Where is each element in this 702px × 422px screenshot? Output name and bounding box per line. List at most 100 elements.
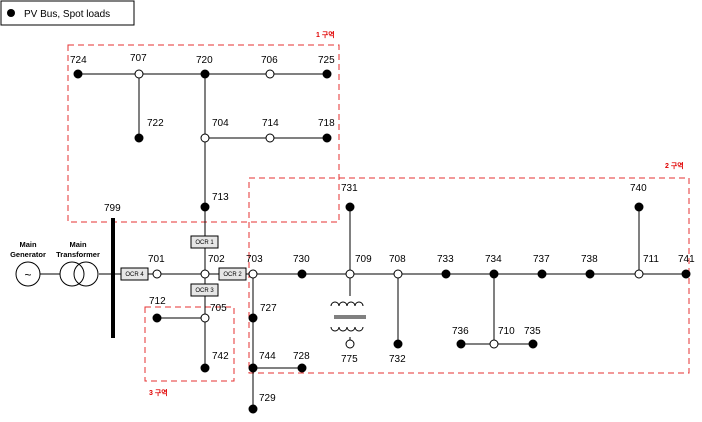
node-label-733: 733	[437, 254, 454, 265]
node-label-740: 740	[630, 183, 647, 194]
node-label-709: 709	[355, 254, 372, 265]
node-label-727: 727	[260, 303, 277, 314]
node-742	[200, 363, 210, 373]
ocr-1-label: OCR 1	[195, 240, 214, 246]
node-733	[441, 269, 451, 279]
ocr-2-label: OCR 2	[223, 272, 242, 278]
node-702	[200, 269, 210, 279]
node-729	[248, 404, 258, 414]
node-label-735: 735	[524, 326, 541, 337]
node-703	[248, 269, 258, 279]
node-710	[489, 339, 499, 349]
node-label-732: 732	[389, 354, 406, 365]
node-label-712: 712	[149, 296, 166, 307]
generator-label-2: Generator	[10, 250, 46, 259]
node-741	[681, 269, 691, 279]
node-label-701: 701	[148, 254, 165, 265]
node-label-724: 724	[70, 55, 87, 66]
node-720	[200, 69, 210, 79]
zone-3-label: 3 구역	[149, 388, 168, 397]
ocr-2-box	[218, 267, 247, 281]
node-730	[297, 269, 307, 279]
node-718	[322, 133, 332, 143]
node-724	[73, 69, 83, 79]
node-736	[456, 339, 466, 349]
node-722	[134, 133, 144, 143]
ocr-4-label: OCR 4	[125, 272, 144, 278]
node-740	[634, 202, 644, 212]
node-701	[152, 269, 162, 279]
nodes	[73, 69, 691, 414]
node-711	[634, 269, 644, 279]
legend-text: PV Bus, Spot loads	[24, 9, 110, 20]
wires	[40, 73, 686, 409]
node-label-718: 718	[318, 118, 335, 129]
ocr-3-label: OCR 3	[195, 288, 214, 294]
regulator-transformer-icon	[330, 301, 366, 332]
legend-box	[0, 0, 135, 26]
node-734	[489, 269, 499, 279]
node-731	[345, 202, 355, 212]
node-727	[248, 313, 258, 323]
transformer-label-1: Main	[69, 240, 87, 249]
node-728	[297, 363, 307, 373]
node-label-720: 720	[196, 55, 213, 66]
generator-symbol: ~	[24, 268, 31, 282]
node-732	[393, 339, 403, 349]
node-775	[345, 339, 355, 349]
node-label-738: 738	[581, 254, 598, 265]
node-label-710: 710	[498, 326, 515, 337]
ocr-3-box	[190, 283, 219, 297]
node-label-711: 711	[643, 254, 659, 265]
zone-1-box	[67, 44, 340, 223]
node-label-734: 734	[485, 254, 502, 265]
node-714	[265, 133, 275, 143]
node-713	[200, 202, 210, 212]
node-706	[265, 69, 275, 79]
node-738	[585, 269, 595, 279]
ocr-4-box	[120, 267, 149, 281]
node-label-744: 744	[259, 351, 276, 362]
node-label-704: 704	[212, 118, 229, 129]
node-704	[200, 133, 210, 143]
node-712	[152, 313, 162, 323]
node-label-730: 730	[293, 254, 310, 265]
node-label-731: 731	[341, 183, 358, 194]
transformer-label-2: Transformer	[56, 250, 100, 259]
node-label-713: 713	[212, 192, 229, 203]
node-labels: 724 707 720 706 725 722 704 714 718 713 …	[70, 53, 695, 404]
node-label-714: 714	[262, 118, 279, 129]
node-label-702: 702	[208, 254, 225, 265]
transformer-icon	[59, 261, 85, 287]
node-744	[248, 363, 258, 373]
transformer-icon-secondary	[73, 261, 99, 287]
zone-1-label: 1 구역	[316, 30, 335, 39]
node-label-722: 722	[147, 118, 164, 129]
node-label-742: 742	[212, 351, 229, 362]
node-label-799: 799	[104, 203, 121, 214]
node-737	[537, 269, 547, 279]
node-label-737: 737	[533, 254, 550, 265]
node-label-706: 706	[261, 55, 278, 66]
node-label-729: 729	[259, 393, 276, 404]
node-label-728: 728	[293, 351, 310, 362]
node-725	[322, 69, 332, 79]
ocr-1-box	[190, 235, 219, 249]
zone-2-label: 2 구역	[665, 161, 684, 170]
node-708	[393, 269, 403, 279]
node-label-725: 725	[318, 55, 335, 66]
node-label-775: 775	[341, 354, 358, 365]
node-709	[345, 269, 355, 279]
generator-icon	[15, 261, 41, 287]
node-735	[528, 339, 538, 349]
node-label-707: 707	[130, 53, 147, 64]
node-707	[134, 69, 144, 79]
node-label-703: 703	[246, 254, 263, 265]
node-label-741: 741	[678, 254, 695, 265]
zone-3-box	[144, 306, 235, 382]
node-label-705: 705	[210, 303, 227, 314]
node-label-708: 708	[389, 254, 406, 265]
node-705	[200, 313, 210, 323]
